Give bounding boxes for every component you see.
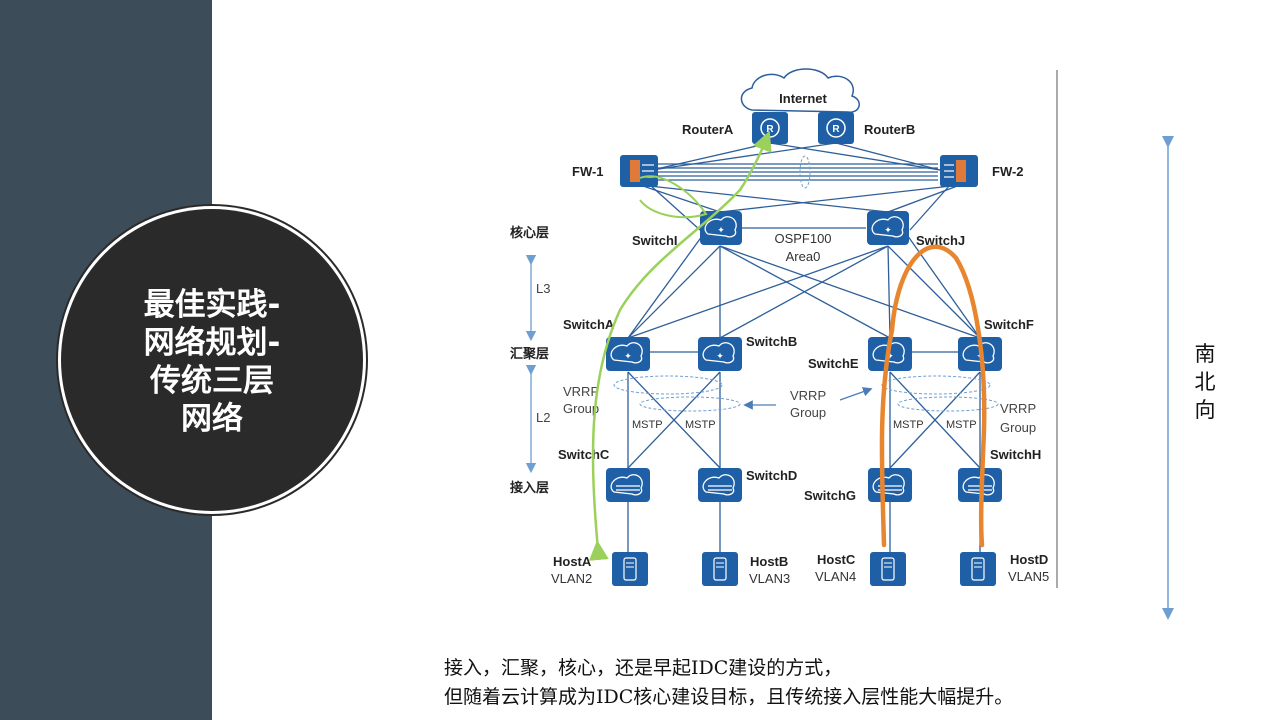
switch-i: ✦ (700, 211, 742, 245)
ospf-label: OSPF100 (774, 231, 831, 246)
vrrp-ellipses (613, 155, 999, 412)
switch-b: ✦ (698, 337, 742, 371)
firewall-2 (940, 155, 978, 187)
switch-g-label: SwitchG (804, 488, 856, 503)
vrrp-mid-2: Group (790, 405, 826, 420)
host-d-name: HostD (1010, 552, 1048, 567)
slide-title: 最佳实践- 网络规划- 传统三层 网络 (61, 286, 363, 438)
green-fw-loop (639, 175, 708, 219)
mstp-label: MSTP (685, 419, 716, 431)
title-line: 传统三层 (150, 363, 274, 399)
switch-b-label: SwitchB (746, 334, 797, 349)
host-d (960, 552, 996, 586)
switch-h-label: SwitchH (990, 447, 1041, 462)
router-b-label: RouterB (864, 122, 915, 137)
host-c-vlan: VLAN4 (815, 569, 856, 584)
direction-char: 北 (1194, 370, 1216, 394)
title-line: 网络 (181, 401, 243, 437)
layer-core-label: 核心层 (510, 225, 549, 240)
internet-cloud: Internet (740, 68, 860, 113)
svg-text:✦: ✦ (716, 351, 724, 361)
mstp-label: MSTP (946, 419, 977, 431)
switch-d (698, 468, 742, 502)
router-b: R (818, 112, 854, 144)
host-a-vlan: VLAN2 (551, 571, 592, 586)
vrrp-arrow-right (839, 387, 873, 401)
switch-j: ✦ (867, 211, 909, 245)
direction-char: 向 (1194, 398, 1216, 422)
switch-g (868, 468, 912, 502)
caption-line: 但随着云计算成为IDC核心建设目标，且传统接入层性能大幅提升。 (444, 686, 1014, 708)
title-circle (61, 209, 363, 511)
host-b-name: HostB (750, 554, 788, 569)
l3-label: L3 (536, 281, 550, 296)
orange-traffic-path (879, 244, 987, 548)
area-label: Area0 (786, 249, 821, 264)
svg-text:✦: ✦ (884, 225, 892, 235)
caption: 接入，汇聚，核心，还是早起IDC建设的方式， 但随着云计算成为IDC核心建设目标… (444, 654, 1013, 712)
router-a: R (752, 112, 788, 144)
firewall-1-label: FW-1 (572, 164, 604, 179)
mstp-label: MSTP (632, 419, 663, 431)
router-a-label: RouterA (682, 122, 734, 137)
firewall-1 (620, 155, 658, 187)
direction-label: 南 北 向 (1190, 340, 1220, 424)
switch-j-label: SwitchJ (916, 233, 965, 248)
switch-a: ✦ (606, 337, 650, 371)
svg-text:R: R (766, 124, 774, 135)
caption-line: 接入，汇聚，核心，还是早起IDC建设的方式， (444, 657, 843, 679)
l2-label: L2 (536, 410, 550, 425)
svg-text:✦: ✦ (717, 225, 725, 235)
vrrp-left-1: VRRP (563, 384, 599, 399)
switch-c-label: SwitchC (558, 447, 610, 462)
layer-agg-label: 汇聚层 (510, 346, 549, 361)
title-line: 最佳实践- (143, 287, 281, 323)
green-traffic-path (588, 130, 772, 561)
host-b (702, 552, 738, 586)
svg-text:✦: ✦ (624, 351, 632, 361)
mstp-label: MSTP (893, 419, 924, 431)
switch-d-label: SwitchD (746, 468, 797, 483)
firewall-2-label: FW-2 (992, 164, 1024, 179)
host-c-name: HostC (817, 552, 856, 567)
vrrp-right-2: Group (1000, 420, 1036, 435)
switch-e-label: SwitchE (808, 356, 859, 371)
host-d-vlan: VLAN5 (1008, 569, 1049, 584)
title-line: 网络规划- (143, 325, 281, 361)
host-b-vlan: VLAN3 (749, 571, 790, 586)
internet-label: Internet (779, 91, 827, 106)
host-c (870, 552, 906, 586)
switch-f-label: SwitchF (984, 317, 1034, 332)
switch-a-label: SwitchA (563, 317, 615, 332)
direction-char: 南 (1194, 342, 1216, 366)
host-a (612, 552, 648, 586)
vrrp-mid-1: VRRP (790, 388, 826, 403)
host-a-name: HostA (553, 554, 592, 569)
vrrp-right-1: VRRP (1000, 401, 1036, 416)
layer-access-label: 接入层 (510, 480, 549, 495)
svg-text:R: R (832, 124, 840, 135)
switch-c (606, 468, 650, 502)
svg-text:✦: ✦ (886, 351, 894, 361)
switch-i-label: SwitchI (632, 233, 678, 248)
